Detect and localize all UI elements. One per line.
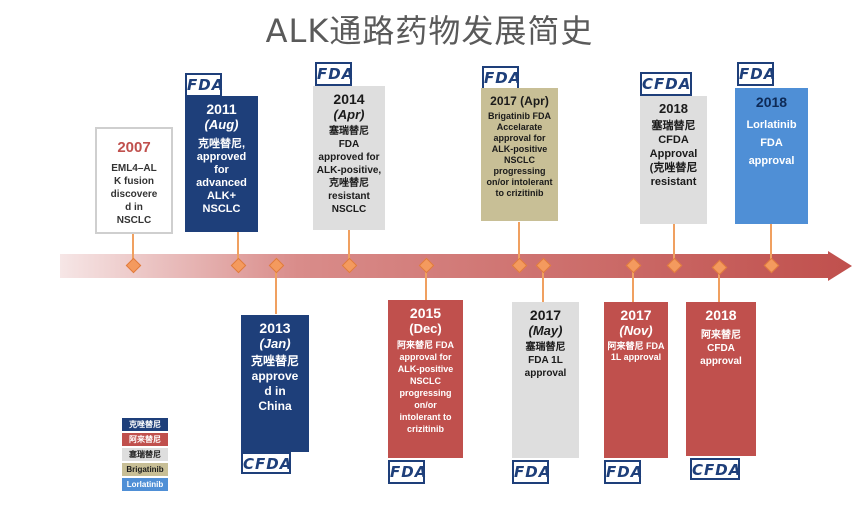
event-2017-apr-box: 2017 (Apr) Brigatinib FDA Accelarate app…	[481, 88, 558, 221]
connector	[275, 268, 277, 314]
event-2014-box: 2014 (Apr) 塞瑞替尼 FDA approved for ALK-pos…	[313, 86, 385, 230]
cfda-logo: CFDA	[241, 452, 291, 474]
fda-logo: FDA	[315, 62, 353, 86]
legend: 克唑替尼 阿来替尼 塞瑞替尼 Brigatinib Lorlatinib	[122, 418, 168, 493]
event-2011-box: 2011 (Aug) 克唑替尼, approved for advanced A…	[185, 96, 258, 232]
event-2017-may-box: 2017 (May) 塞瑞替尼 FDA 1L approval	[512, 302, 579, 458]
event-text: 塞瑞替尼 CFDA Approval (克唑替尼 resistant	[649, 120, 698, 188]
cfda-logo: CFDA	[690, 458, 740, 480]
event-text: 塞瑞替尼 FDA approved for ALK-positive, 克唑替尼…	[316, 126, 382, 215]
fda-logo: FDA	[185, 73, 223, 97]
connector	[718, 270, 720, 302]
event-year: 2017	[620, 307, 652, 323]
event-text: Lorlatinib FDA approval	[746, 119, 797, 167]
connector	[542, 268, 544, 302]
connector	[632, 268, 634, 302]
fda-logo: FDA	[604, 460, 642, 484]
cfda-logo: CFDA	[640, 72, 692, 96]
event-text: EML4–AL K fusion discovere d in NSCLC	[110, 163, 158, 226]
event-year: 2011	[206, 101, 237, 117]
event-2013-box: 2013 (Jan) 克唑替尼 approve d in China	[241, 315, 309, 452]
event-year: 2017 (Apr)	[490, 94, 549, 108]
connector	[348, 230, 350, 264]
event-year: 2015	[409, 305, 442, 321]
event-text: 克唑替尼 approve d in China	[250, 354, 299, 413]
connector	[518, 222, 520, 264]
fda-logo: FDA	[482, 66, 520, 90]
event-2018-lorlatinib-box: 2018 Lorlatinib FDA approval	[735, 88, 808, 224]
event-year: 2014	[333, 91, 365, 107]
connector	[132, 232, 134, 264]
legend-item-brigatinib: Brigatinib	[122, 463, 168, 476]
event-year: 2018	[705, 307, 737, 323]
event-text: 克唑替尼, approved for advanced ALK+ NSCLC	[196, 138, 247, 215]
event-month: (May)	[528, 323, 563, 338]
event-text: 阿来替尼 FDA approval for ALK-positive NSCLC…	[397, 340, 454, 434]
event-text: Brigatinib FDA Accelarate approval for A…	[486, 111, 553, 198]
event-month: (Jan)	[259, 336, 291, 351]
page-title: ALK通路药物发展简史	[265, 12, 594, 50]
event-2017-nov-box: 2017 (Nov) 阿来替尼 FDA 1L approval	[604, 302, 668, 458]
fda-logo: FDA	[512, 460, 550, 484]
connector	[770, 224, 772, 264]
event-text: 阿来替尼 FDA 1L approval	[607, 341, 665, 362]
event-year: 2013	[259, 320, 291, 336]
connector	[673, 224, 675, 264]
event-2018-cfda-grey-box: 2018 塞瑞替尼 CFDA Approval (克唑替尼 resistant	[640, 96, 707, 224]
event-2015-box: 2015 (Dec) 阿来替尼 FDA approval for ALK-pos…	[388, 300, 463, 458]
event-2007-box: 2007 EML4–AL K fusion discovere d in NSC…	[95, 127, 173, 234]
event-text: 阿来替尼 CFDA approval	[700, 330, 742, 367]
event-year: 2018	[659, 101, 688, 116]
legend-item-alectinib: 阿来替尼	[122, 433, 168, 446]
event-month: (Aug)	[204, 117, 239, 132]
legend-item-ceritinib: 塞瑞替尼	[122, 448, 168, 461]
fda-logo: FDA	[737, 62, 775, 86]
event-month: (Nov)	[619, 323, 653, 338]
event-text: 塞瑞替尼 FDA 1L approval	[524, 342, 567, 379]
event-year: 2017	[529, 307, 562, 323]
legend-item-lorlatinib: Lorlatinib	[122, 478, 168, 491]
connector	[237, 232, 239, 264]
event-month: (Dec)	[409, 321, 442, 336]
connector	[425, 268, 427, 300]
event-month: (Apr)	[333, 107, 365, 122]
event-2018-cfda-red-box: 2018 阿来替尼 CFDA approval	[686, 302, 756, 456]
event-year: 2007	[117, 139, 151, 156]
legend-item-crizotinib: 克唑替尼	[122, 418, 168, 431]
event-year: 2018	[755, 94, 788, 110]
fda-logo: FDA	[388, 460, 426, 484]
